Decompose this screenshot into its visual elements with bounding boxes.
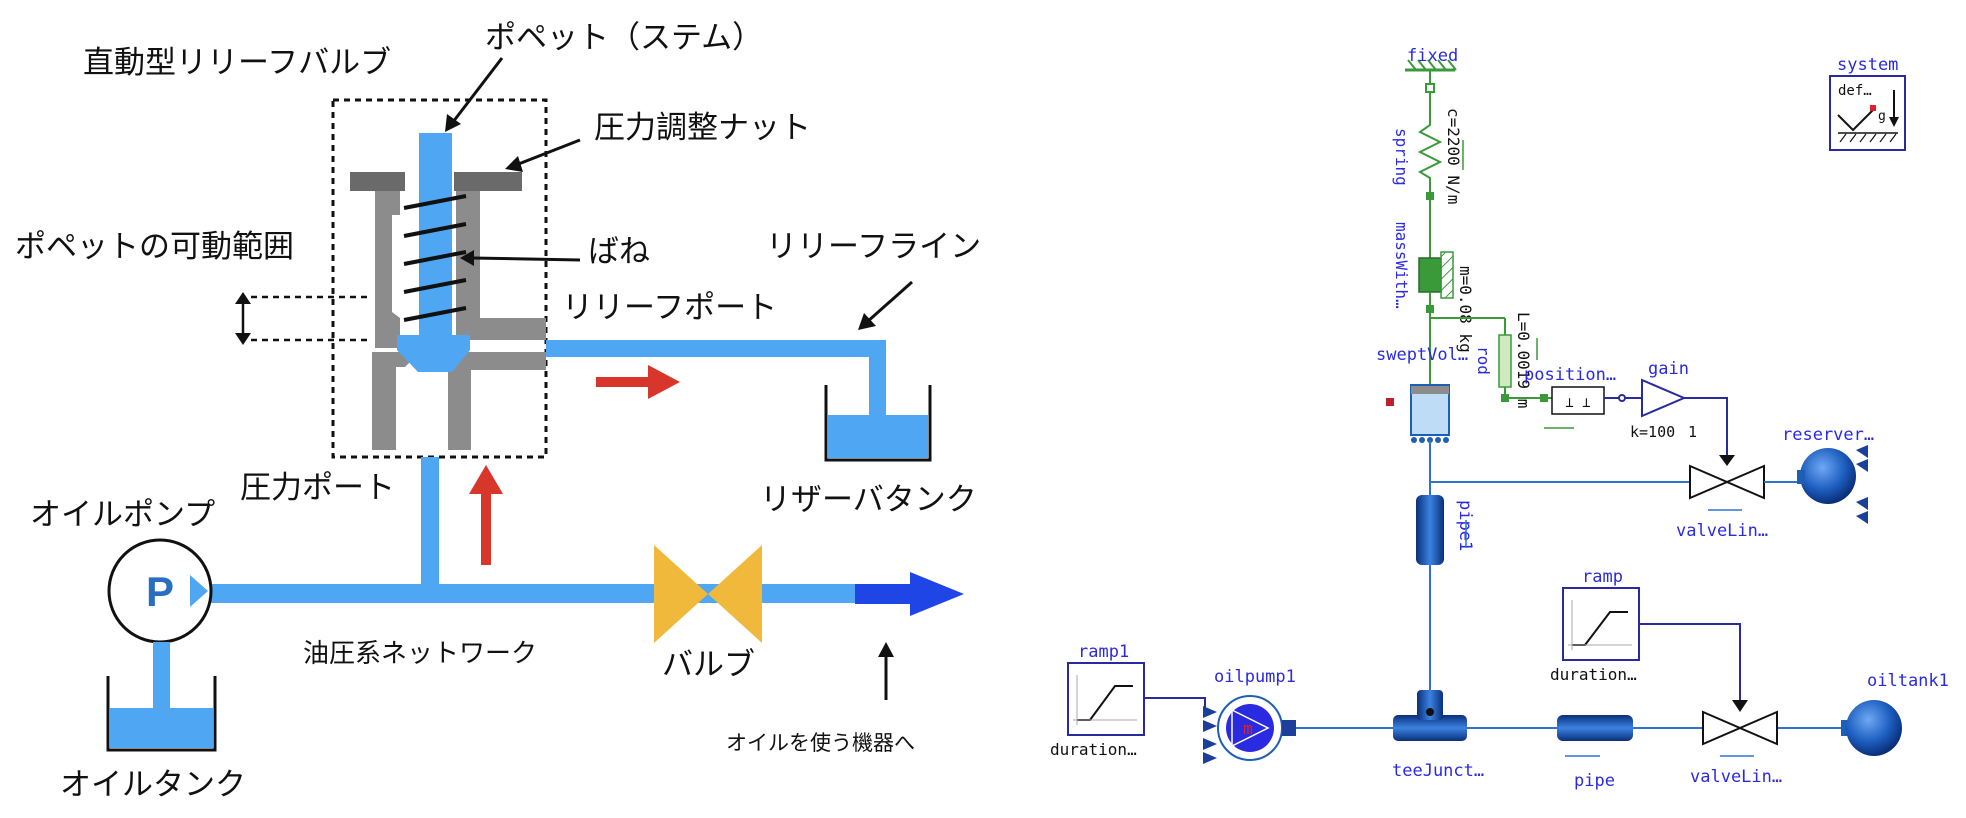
flow-arrow-up [469,465,503,565]
pressure-nut-left [350,172,405,191]
system-label: system [1837,55,1898,75]
spring-label: spring [1392,128,1411,186]
tee-junction-component[interactable]: teeJunct… [1392,690,1484,781]
spring-param: c=2200 N/m [1444,108,1463,204]
poppet-range-label: ポペットの可動範囲 [15,229,294,265]
poppet-stem-label: ポペット（ステム） [485,20,763,56]
reserve-tank-label: リザーバタンク [760,482,977,518]
to-equipment-label: オイルを使う機器へ [726,731,915,755]
network-label: 油圧系ネットワーク [303,639,537,669]
gain-label: gain [1648,359,1689,379]
valve-enclosure [331,98,548,459]
oil-tank-outline [106,676,217,752]
pressure-pipe [421,457,439,584]
system-def: def… [1838,83,1872,99]
pressure-nut-right [454,172,522,191]
fixed-label: fixed [1407,46,1458,66]
rod-label: rod [1474,346,1493,375]
reservoir-label: reserver… [1782,425,1874,445]
rod-component[interactable]: rod L=0.0019 m [1430,312,1538,408]
flow-arrow-right [596,365,680,399]
valve-body [372,191,546,450]
reservoir-component[interactable]: reserver… [1782,425,1874,524]
reserve-tank-oil [828,415,928,458]
mass-label: massWith… [1392,222,1411,309]
valve-top-component[interactable]: valveLin… [1429,440,1797,541]
relief-port-label: リリーフポート [562,290,777,326]
gain-param: k=100 [1630,423,1675,441]
position-sensor-component[interactable]: ⊥ ⊥ position… [1509,365,1626,429]
swept-volume-label: sweptVol… [1376,345,1468,365]
relief-valve-diagram: P 直動型リリーフバルブ [15,20,981,803]
rod-param: L=0.0019 m [1514,312,1533,408]
oilpump-letter: m [1243,719,1253,738]
ramp1-label: ramp1 [1078,642,1129,662]
pressure-nut-label: 圧力調整ナット [594,110,811,146]
position-sensor-glyph: ⊥ ⊥ [1565,395,1590,411]
network-valve [654,545,762,643]
oil-pump-label: オイルポンプ [30,497,215,533]
spring-coils [403,194,467,322]
mass-component[interactable]: massWith… m=0.08 kg [1392,200,1475,353]
oilpump-component[interactable]: m oilpump1 [1203,667,1296,764]
oil-tank-oil [110,708,213,748]
modelica-diagram: fixed spring c=2200 N/m massWith… m=0.08… [1050,46,1949,791]
tee-label: teeJunct… [1392,761,1484,781]
valve-top-label: valveLin… [1676,521,1768,541]
fixed-component[interactable]: fixed [1405,46,1458,84]
pump-triangle-icon [190,575,208,607]
oiltank-label: oiltank1 [1867,671,1949,691]
pump-letter: P [146,568,174,615]
oil-tank-label: オイルタンク [60,767,246,803]
spring-label: ばね [588,234,650,270]
relief-line-label: リリーフライン [766,229,981,265]
poppet-stem [419,133,452,338]
title-label: 直動型リリーフバルブ [83,45,391,81]
mass-param: m=0.08 kg [1456,266,1475,353]
spring-component[interactable]: spring c=2200 N/m [1392,83,1464,204]
oilpump-label: oilpump1 [1214,667,1296,687]
valve-bottom-label: valveLin… [1690,767,1782,787]
ramp1-component[interactable]: ramp1 duration… [1050,642,1206,759]
pipe-label: pipe [1574,771,1615,791]
system-component[interactable]: def… g system [1829,55,1906,151]
swept-volume-component[interactable]: sweptVol… [1376,345,1468,443]
ramp-component[interactable]: ramp duration… [1550,567,1741,700]
poppet-range-indicator [235,292,368,345]
suction-pipe [153,642,170,710]
pipe1-component[interactable]: pipe1 [1416,482,1475,690]
pipe-component[interactable]: pipe [1557,715,1633,791]
ramp1-duration: duration… [1050,740,1137,759]
oiltank-component[interactable]: oiltank1 [1841,671,1949,756]
ramp-duration: duration… [1550,665,1637,684]
system-g: g [1878,109,1886,124]
ramp-label: ramp [1582,567,1623,587]
position-sensor-label: position… [1524,365,1616,385]
gain-out-label: 1 [1688,423,1697,441]
valve-bottom-component[interactable]: valveLin… [1690,700,1782,787]
valve-label: バルブ [662,647,755,683]
output-arrow [855,572,964,616]
pressure-port-label: 圧力ポート [240,470,395,506]
relief-pipe-horizontal [546,340,886,357]
relief-pipe-vertical [869,340,886,420]
poppet-head [397,335,470,372]
pointer-arrows [445,57,913,700]
pipe1-label: pipe1 [1455,500,1475,551]
gain-component[interactable]: gain k=100 1 [1625,359,1728,455]
reserve-tank-outline [824,385,932,462]
